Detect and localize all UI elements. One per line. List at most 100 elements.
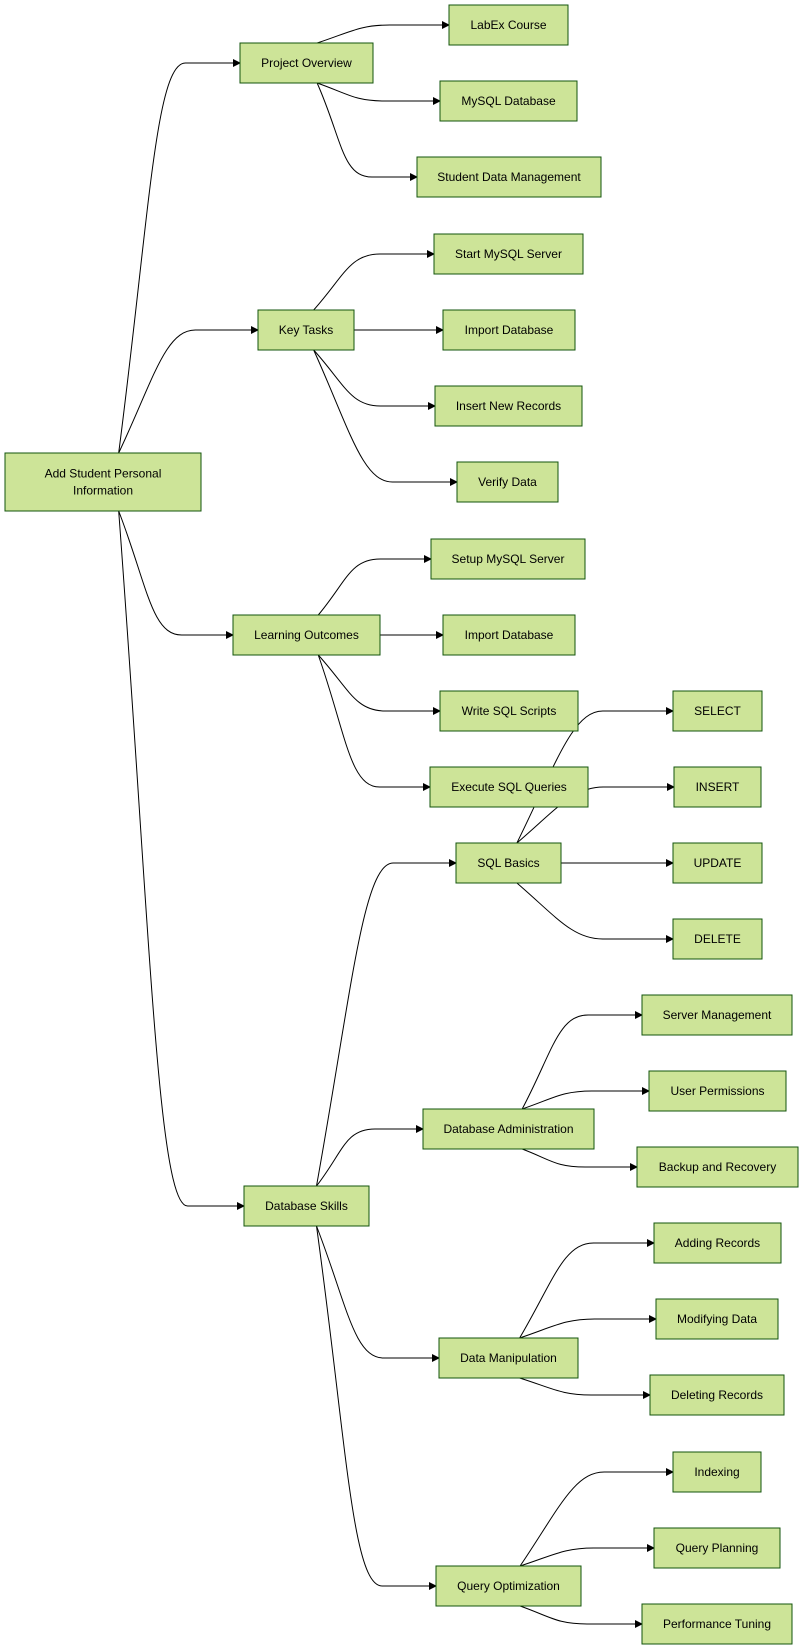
node-box-user-permissions [648,1070,787,1112]
node-database-administration[interactable]: Database Administration [422,1108,595,1150]
node-label-database-skills: Database Skills [265,1199,348,1213]
node-insert-new-records[interactable]: Insert New Records [434,385,583,427]
node-import-database-2[interactable]: Import Database [442,614,576,656]
node-box-update [672,842,763,884]
node-label-select: SELECT [694,704,741,718]
node-adding-records[interactable]: Adding Records [653,1222,782,1264]
node-modifying-data[interactable]: Modifying Data [655,1298,779,1340]
node-label-import-database-2: Import Database [465,628,554,642]
node-box-database-administration [422,1108,595,1150]
node-label-sql-basics: SQL Basics [477,856,539,870]
node-data-manipulation[interactable]: Data Manipulation [438,1337,579,1379]
node-start-mysql-server[interactable]: Start MySQL Server [433,233,584,275]
node-student-data-management[interactable]: Student Data Management [416,156,602,198]
node-label-start-mysql-server: Start MySQL Server [455,247,562,261]
node-label-insert: INSERT [696,780,740,794]
edge-data-manipulation-to-modifying-data [519,1315,657,1339]
node-box-select [672,690,763,732]
node-label-server-management: Server Management [663,1008,772,1022]
edge-key-tasks-to-insert-new-records [313,349,436,410]
node-setup-mysql-server[interactable]: Setup MySQL Server [430,538,586,580]
node-box-insert-new-records [434,385,583,427]
node-label-mysql-database: MySQL Database [461,94,556,108]
node-label-deleting-records: Deleting Records [671,1388,763,1402]
edge-root-to-database-skills [118,510,245,1210]
node-project-overview[interactable]: Project Overview [239,42,374,84]
edge-sql-basics-to-select [516,707,674,844]
edge-database-skills-to-sql-basics [316,859,457,1187]
edges-layer [118,21,675,1628]
node-box-adding-records [653,1222,782,1264]
edge-project-overview-to-mysql-database [316,82,441,105]
node-query-planning[interactable]: Query Planning [653,1527,781,1569]
node-box-indexing [672,1451,762,1493]
node-box-server-management [641,994,793,1036]
node-user-permissions[interactable]: User Permissions [648,1070,787,1112]
edge-learning-outcomes-to-setup-mysql-server [317,555,432,616]
node-label-user-permissions: User Permissions [670,1084,764,1098]
edge-data-manipulation-to-adding-records [519,1239,655,1339]
node-label-execute-sql-queries: Execute SQL Queries [451,780,567,794]
node-box-delete [672,918,763,960]
node-performance-tuning[interactable]: Performance Tuning [641,1603,793,1645]
node-sql-basics[interactable]: SQL Basics [455,842,562,884]
node-select[interactable]: SELECT [672,690,763,732]
edge-database-administration-to-server-management [521,1011,643,1110]
node-box-setup-mysql-server [430,538,586,580]
node-labex-course[interactable]: LabEx Course [448,4,569,46]
edge-project-overview-to-labex-course [316,21,450,44]
edge-query-optimization-to-indexing [519,1468,674,1567]
node-box-import-database-2 [442,614,576,656]
node-update[interactable]: UPDATE [672,842,763,884]
node-box-key-tasks [257,309,355,351]
node-label-learning-outcomes: Learning Outcomes [254,628,359,642]
node-box-query-optimization [435,1565,582,1607]
node-box-student-data-management [416,156,602,198]
edge-key-tasks-to-start-mysql-server [313,250,435,311]
node-box-labex-course [448,4,569,46]
node-box-query-planning [653,1527,781,1569]
node-database-skills[interactable]: Database Skills [243,1185,370,1227]
node-insert[interactable]: INSERT [673,766,762,808]
node-box-performance-tuning [641,1603,793,1645]
node-query-optimization[interactable]: Query Optimization [435,1565,582,1607]
node-box-root [4,452,202,512]
node-label-root: Information [73,484,133,498]
node-indexing[interactable]: Indexing [672,1451,762,1493]
edge-database-skills-to-database-administration [316,1125,424,1187]
node-label-root: Add Student Personal [45,467,162,481]
node-execute-sql-queries[interactable]: Execute SQL Queries [429,766,589,808]
edge-database-skills-to-query-optimization [316,1225,437,1590]
node-label-backup-and-recovery: Backup and Recovery [659,1160,776,1174]
node-label-indexing: Indexing [694,1465,739,1479]
node-label-key-tasks: Key Tasks [279,323,333,337]
node-box-insert [673,766,762,808]
node-key-tasks[interactable]: Key Tasks [257,309,355,351]
node-box-sql-basics [455,842,562,884]
node-deleting-records[interactable]: Deleting Records [649,1374,785,1416]
node-backup-and-recovery[interactable]: Backup and Recovery [636,1146,799,1188]
node-verify-data[interactable]: Verify Data [456,461,559,503]
edge-key-tasks-to-verify-data [313,349,458,486]
edge-query-optimization-to-query-planning [519,1544,655,1567]
node-mysql-database[interactable]: MySQL Database [439,80,578,122]
node-box-execute-sql-queries [429,766,589,808]
node-box-learning-outcomes [232,614,381,656]
node-label-data-manipulation: Data Manipulation [460,1351,557,1365]
node-write-sql-scripts[interactable]: Write SQL Scripts [439,690,579,732]
edge-root-to-project-overview [118,59,241,454]
edge-root-to-learning-outcomes [118,510,234,639]
node-box-write-sql-scripts [439,690,579,732]
node-label-verify-data: Verify Data [478,475,537,489]
node-label-student-data-management: Student Data Management [437,170,581,184]
node-box-modifying-data [655,1298,779,1340]
node-import-database-1[interactable]: Import Database [442,309,576,351]
edge-learning-outcomes-to-execute-sql-queries [317,654,431,791]
edge-database-skills-to-data-manipulation [316,1225,440,1362]
node-label-setup-mysql-server: Setup MySQL Server [452,552,565,566]
node-server-management[interactable]: Server Management [641,994,793,1036]
node-learning-outcomes[interactable]: Learning Outcomes [232,614,381,656]
node-delete[interactable]: DELETE [672,918,763,960]
